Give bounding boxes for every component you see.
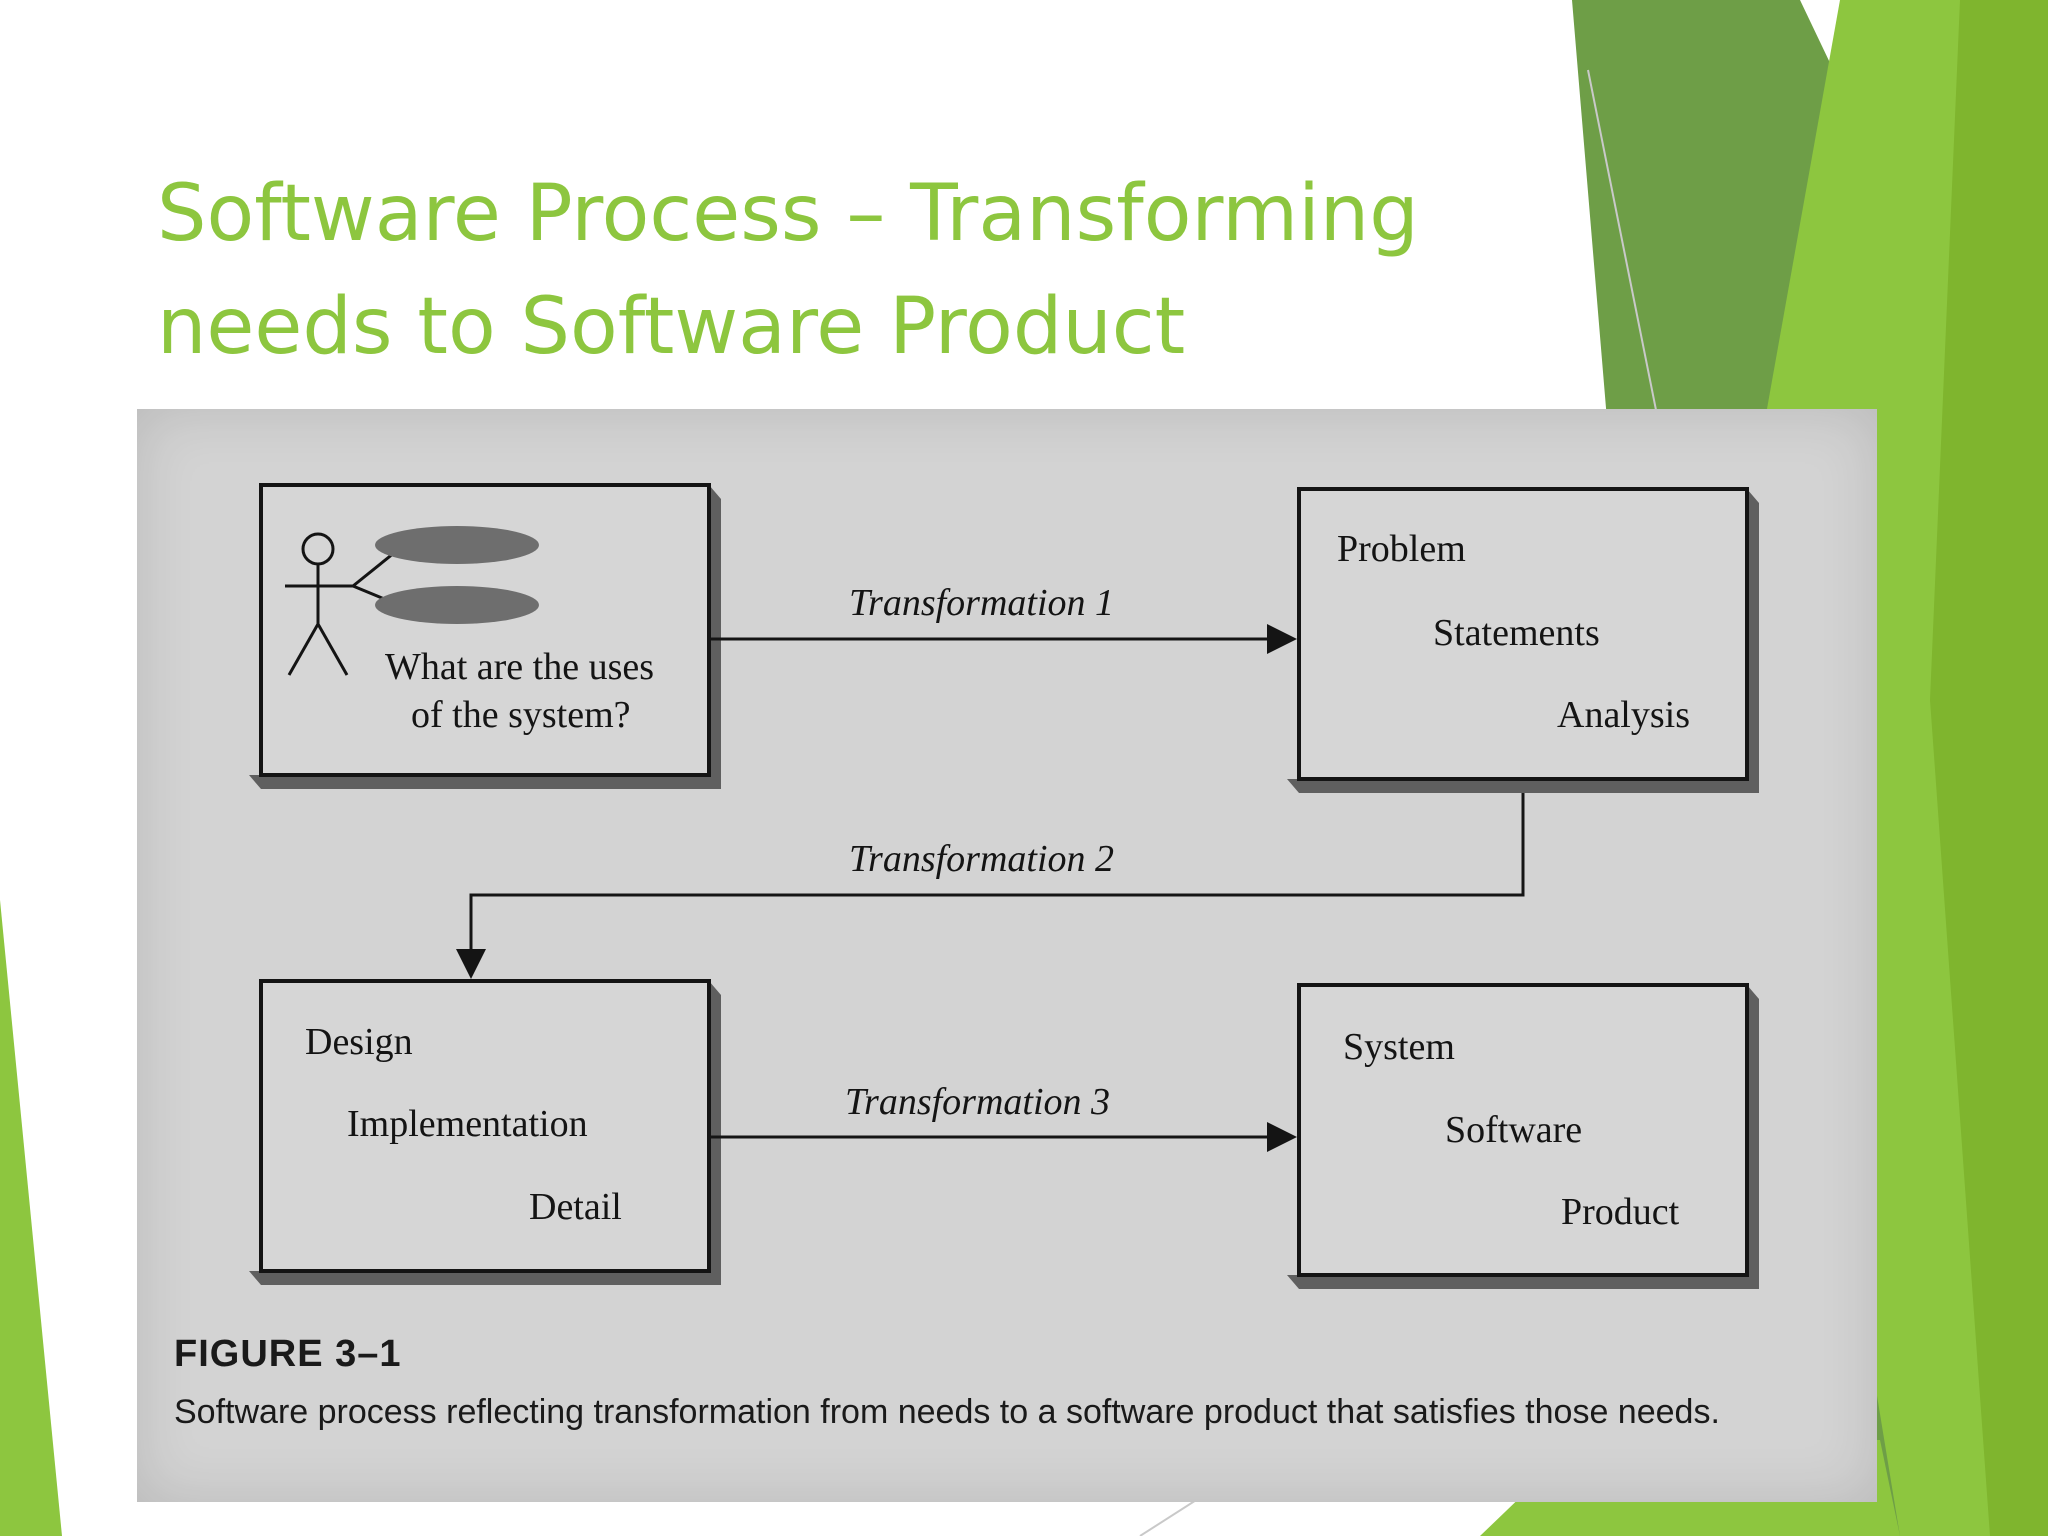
transformation-1-label: Transformation 1 [849,582,1114,624]
green-band-mid [1930,0,2048,1536]
use-box-text-line-2: of the system? [411,694,631,736]
box-frame [259,483,711,777]
slide-title-line-2: needs to Software Product [157,282,1186,372]
figure-label: FIGURE 3–1 [174,1333,402,1375]
requirements-box-text-line-1: Problem [1337,528,1466,570]
green-triangle-left [0,900,62,1536]
transformation-3-label: Transformation 3 [845,1081,1110,1123]
product-box-text-line-1: System [1343,1026,1455,1068]
box-frame [259,979,711,1273]
use-box-text-line-1: What are the uses [385,646,654,688]
transformation-2-label: Transformation 2 [849,838,1114,880]
actor-stick-figure-icon [285,532,400,676]
use-case-box: What are the uses of the system? [249,483,721,789]
slide-title-line-1: Software Process – Transforming [157,169,1419,259]
product-box-text-line-3: Product [1561,1191,1680,1233]
requirements-box-text-line-3: Analysis [1557,694,1690,736]
use-case-ellipse-icon [375,526,539,564]
design-box-text-line-3: Detail [529,1186,622,1228]
design-box: Design Implementation Detail [249,979,721,1285]
use-case-ellipse-icon [375,586,539,624]
box-frame [1297,487,1749,781]
process-diagram: What are the uses of the system? Problem… [249,483,1759,1289]
product-box: System Software Product [1287,983,1759,1289]
figure-photo: What are the uses of the system? Problem… [137,409,1877,1502]
box-frame [1297,983,1749,1277]
design-box-text-line-2: Implementation [347,1103,588,1145]
transformation-2-arrow [456,793,1525,979]
slide-title: Software Process – Transforming needs to… [157,158,1557,384]
requirements-box-text-line-2: Statements [1433,612,1600,654]
design-box-text-line-1: Design [305,1021,413,1063]
thin-line-top [1587,69,1661,431]
figure-caption: Software process reflecting transformati… [174,1393,1720,1431]
requirements-box: Problem Statements Analysis [1287,487,1759,793]
product-box-text-line-2: Software [1445,1109,1582,1151]
